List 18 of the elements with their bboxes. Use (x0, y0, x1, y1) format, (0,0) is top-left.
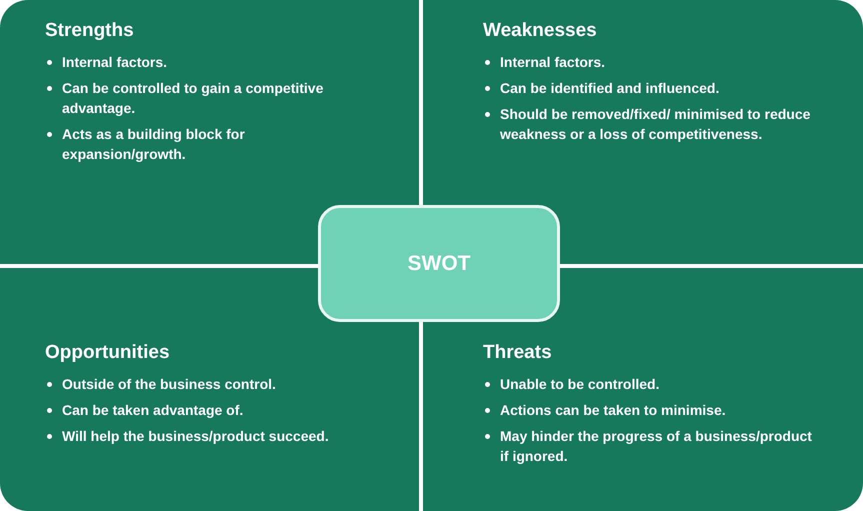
bullet-point: Acts as a building block for expansion/growth. (62, 125, 246, 164)
bullet-point: Outside of the business control. (62, 375, 276, 394)
bullet-point: Will help the business/product succeed. (62, 427, 329, 446)
bullet-point: Internal factors. (500, 53, 606, 72)
bullet-point: Can be taken advantage of. (62, 401, 244, 420)
bullet-point: Can be identified and influenced. (500, 79, 720, 98)
quadrant-heading: Threats (483, 342, 552, 364)
center-box (318, 205, 560, 322)
bullet-point: May hinder the progress of a business/product if ignored. (500, 427, 813, 466)
quadrant-heading: Opportunities (45, 342, 170, 364)
bullet-point: Actions can be taken to minimise. (500, 401, 726, 420)
quadrant-heading: Weaknesses (483, 20, 597, 42)
bullet-point: Unable to be controlled. (500, 375, 660, 394)
bullet-point: Can be controlled to gain a competitive advantage. (62, 79, 324, 118)
bullet-point: Internal factors. (62, 53, 168, 72)
bullet-point: Should be removed/fixed/ minimised to reduce weakness or a loss of competitiveness. (500, 105, 812, 144)
center-label: SWOT (408, 252, 470, 276)
quadrant-heading: Strengths (45, 20, 134, 42)
